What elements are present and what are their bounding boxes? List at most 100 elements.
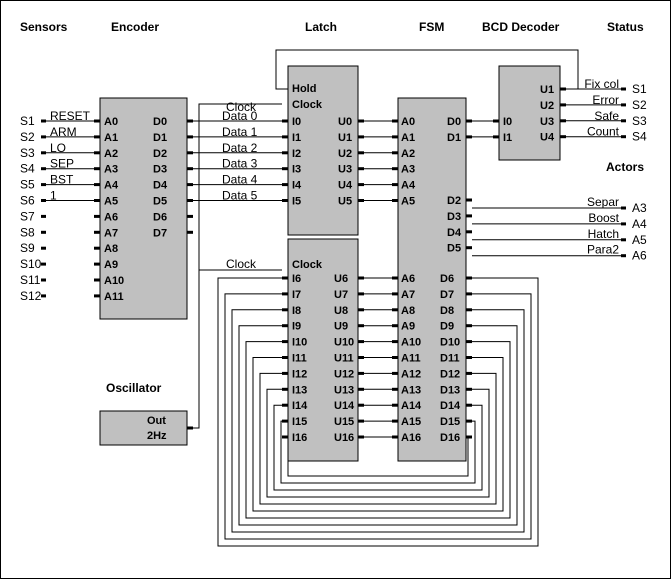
latch-bottom-output-u9: U9 bbox=[334, 321, 348, 333]
data-wire-label-2: Data 2 bbox=[222, 141, 258, 155]
header-sensors: Sensors bbox=[20, 20, 68, 34]
encoder-input-a4: A4 bbox=[104, 180, 119, 192]
header-latch: Latch bbox=[305, 20, 337, 34]
status-signal-s2: Error bbox=[592, 93, 619, 107]
bcd-output-u3: U3 bbox=[540, 116, 554, 128]
sensor-s4: S4 bbox=[20, 162, 35, 176]
encoder-input-a5: A5 bbox=[104, 196, 118, 208]
status-s3: S3 bbox=[632, 114, 647, 128]
latch-bottom-output-u7: U7 bbox=[334, 289, 348, 301]
sensor-s7: S7 bbox=[20, 209, 35, 223]
latch-bottom-input-i13: I13 bbox=[292, 384, 307, 396]
latch-bottom-output-u8: U8 bbox=[334, 305, 348, 317]
fsm-output-d13: D13 bbox=[440, 384, 460, 396]
actor-a6: A6 bbox=[632, 249, 647, 263]
fsm-output-d12: D12 bbox=[440, 368, 460, 380]
actor-a5: A5 bbox=[632, 233, 647, 247]
bcd-input-i0: I0 bbox=[503, 116, 512, 128]
header-fsm: FSM bbox=[419, 20, 444, 34]
fsm-output-d2: D2 bbox=[447, 195, 461, 207]
fsm-input-a5: A5 bbox=[401, 196, 415, 208]
sensor-signal-1: RESET bbox=[50, 109, 91, 123]
sensor-signal-4: SEP bbox=[50, 157, 74, 171]
fsm-input-a8: A8 bbox=[401, 305, 415, 317]
status-signal-s1: Fix col bbox=[584, 77, 619, 91]
data-wire-label-4: Data 4 bbox=[222, 173, 258, 187]
fsm-input-a12: A12 bbox=[401, 368, 421, 380]
latch-bottom-output-u11: U11 bbox=[334, 353, 354, 365]
header-actors: Actors bbox=[606, 160, 644, 174]
fsm-input-a1: A1 bbox=[401, 132, 415, 144]
blocks bbox=[99, 65, 561, 462]
encoder-input-a11: A11 bbox=[104, 291, 124, 303]
latch-input-i0: I0 bbox=[292, 116, 301, 128]
feedback-loop-6 bbox=[217, 277, 539, 547]
feedback-loop-9 bbox=[238, 325, 518, 526]
encoder-input-a3: A3 bbox=[104, 164, 118, 176]
header-bcd-decoder: BCD Decoder bbox=[482, 20, 560, 34]
latch-input-i1: I1 bbox=[292, 132, 301, 144]
encoder-output-d6: D6 bbox=[153, 211, 167, 223]
fsm-output-d8: D8 bbox=[440, 305, 454, 317]
fsm-input-a6: A6 bbox=[401, 273, 415, 285]
latch-bottom-output-u14: U14 bbox=[334, 400, 355, 412]
fsm-input-a13: A13 bbox=[401, 384, 421, 396]
actor-signal-a6: Para2 bbox=[587, 243, 619, 257]
fsm-input-a7: A7 bbox=[401, 289, 415, 301]
sensor-s5: S5 bbox=[20, 178, 35, 192]
latch-bottom-input-i8: I8 bbox=[292, 305, 301, 317]
sensor-s12: S12 bbox=[20, 289, 42, 303]
data-wire-label-0: Data 0 bbox=[222, 109, 258, 123]
feedback-loop-11 bbox=[252, 357, 504, 512]
fsm-input-a3: A3 bbox=[401, 164, 415, 176]
latch-input-i5: I5 bbox=[292, 196, 301, 208]
bcd-input-i1: I1 bbox=[503, 132, 512, 144]
oscillator-frequency-label: 2Hz bbox=[147, 430, 167, 442]
latch-output-u4: U4 bbox=[338, 180, 353, 192]
fsm-input-a4: A4 bbox=[401, 180, 416, 192]
encoder-input-a6: A6 bbox=[104, 211, 118, 223]
encoder-input-a1: A1 bbox=[104, 132, 118, 144]
latch-bottom-input-i14: I14 bbox=[292, 400, 308, 412]
latch-bottom-block bbox=[287, 238, 359, 462]
data-wire-label-1: Data 1 bbox=[222, 125, 258, 139]
encoder-input-a8: A8 bbox=[104, 243, 118, 255]
encoder-output-d5: D5 bbox=[153, 196, 167, 208]
latch-input-i4: I4 bbox=[292, 180, 302, 192]
sensor-signal-3: LO bbox=[50, 141, 66, 155]
feedback-loop-15 bbox=[280, 420, 476, 484]
latch-bottom-input-i15: I15 bbox=[292, 416, 307, 428]
encoder-input-a10: A10 bbox=[104, 275, 124, 287]
sensor-s1: S1 bbox=[20, 114, 35, 128]
sensor-s10: S10 bbox=[20, 257, 42, 271]
latch-bottom-input-i11: I11 bbox=[292, 353, 307, 365]
encoder-output-d1: D1 bbox=[153, 132, 167, 144]
sensor-signal-5: BST bbox=[50, 173, 74, 187]
fsm-input-a10: A10 bbox=[401, 337, 421, 349]
header-encoder: Encoder bbox=[111, 20, 159, 34]
wires bbox=[41, 49, 626, 547]
fsm-output-d9: D9 bbox=[440, 321, 454, 333]
fsm-output-d10: D10 bbox=[440, 337, 460, 349]
latch-output-u0: U0 bbox=[338, 116, 352, 128]
latch-top-block bbox=[287, 65, 359, 236]
latch-bottom-output-u15: U15 bbox=[334, 416, 354, 428]
status-s4: S4 bbox=[632, 130, 647, 144]
latch-bottom-output-u6: U6 bbox=[334, 273, 348, 285]
latch-output-u5: U5 bbox=[338, 196, 352, 208]
actor-a4: A4 bbox=[632, 217, 647, 231]
feedback-loop-8 bbox=[231, 309, 525, 533]
fsm-input-a2: A2 bbox=[401, 148, 415, 160]
fsm-block bbox=[397, 97, 467, 462]
fsm-input-a14: A14 bbox=[401, 400, 422, 412]
hold-feedback-wire bbox=[275, 49, 579, 90]
fsm-output-d6: D6 bbox=[440, 273, 454, 285]
oscillator-out-label: Out bbox=[147, 415, 166, 427]
oscillator-block bbox=[99, 410, 188, 446]
latch-bottom-output-u13: U13 bbox=[334, 384, 354, 396]
feedback-loop-10 bbox=[245, 341, 511, 519]
fsm-output-d14: D14 bbox=[440, 400, 461, 412]
encoder-output-d0: D0 bbox=[153, 116, 167, 128]
